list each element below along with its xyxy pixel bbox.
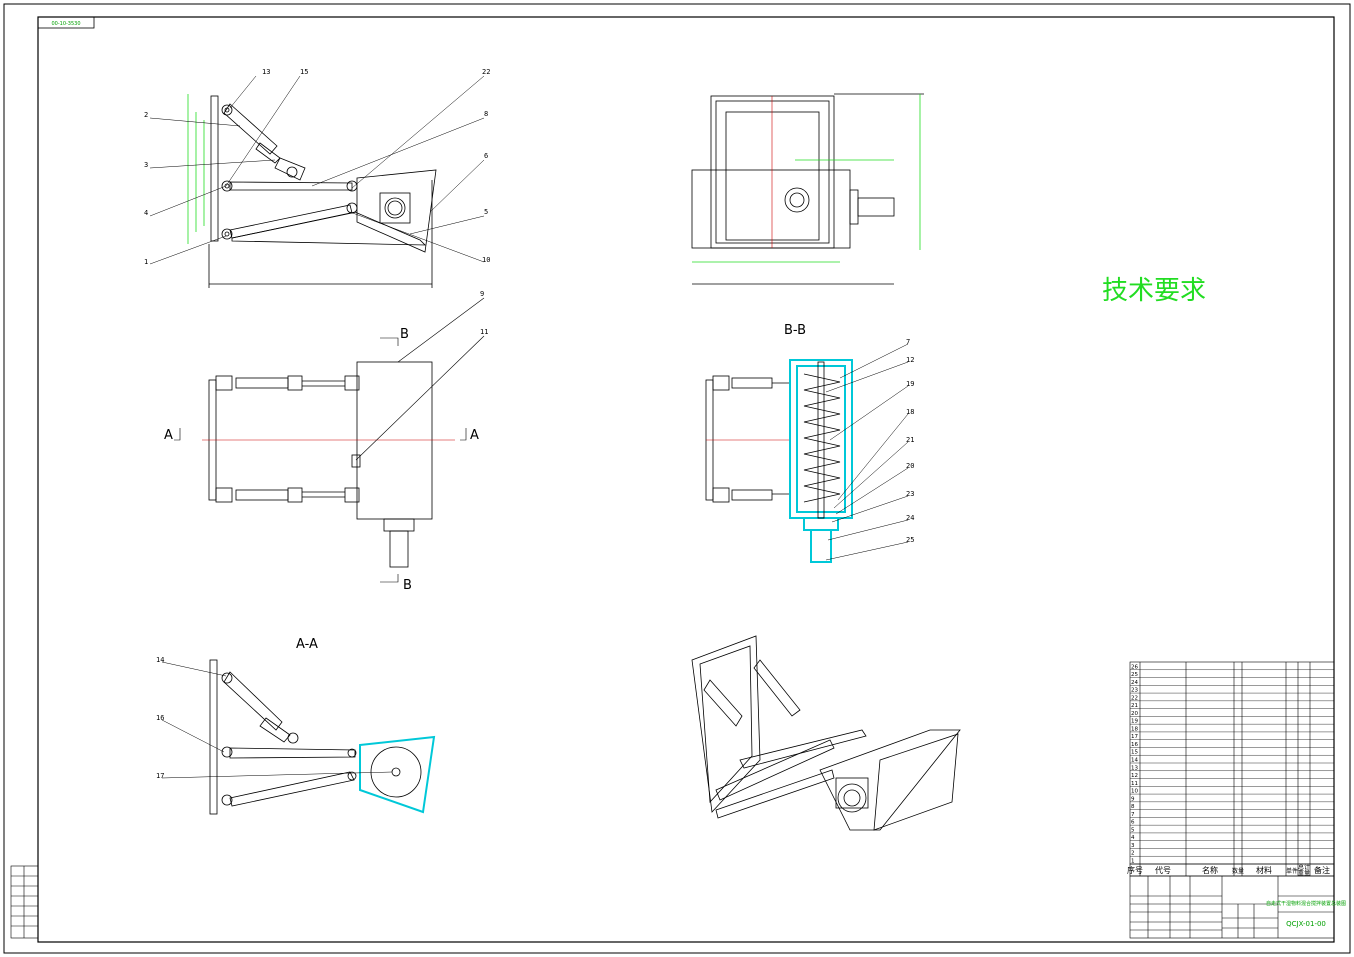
- bom-header-remarks: 备注: [1314, 865, 1330, 875]
- bom-row-index: 26: [1131, 664, 1138, 670]
- bom-header-weight: 重量: [1298, 869, 1310, 877]
- bom-header-index: 序号: [1127, 865, 1143, 875]
- section-label-a-left: A: [164, 428, 173, 443]
- bom-row-index: 9: [1131, 796, 1135, 802]
- front-view-labels: 13 15 22 8 6 5 10 2 3 4 1: [144, 68, 490, 266]
- bom-header-qty: 数量: [1232, 867, 1244, 875]
- callout-11: 11: [480, 328, 488, 336]
- section-aa-view: [209, 659, 436, 815]
- inner-border: [37, 16, 1335, 943]
- view-label-aa: A-A: [296, 637, 318, 652]
- callout-3: 3: [144, 161, 148, 169]
- bom-row-index: 12: [1131, 773, 1138, 779]
- drawing-number: QCJX-01-00: [1286, 920, 1326, 928]
- callout-7: 7: [906, 338, 910, 346]
- top-view-annotations: [174, 297, 485, 583]
- bom-row-index: 19: [1131, 719, 1138, 725]
- bom-header-unit: 单件: [1286, 867, 1298, 875]
- bom-row-index: 6: [1131, 820, 1135, 826]
- callout-13: 13: [262, 68, 270, 76]
- callout-18: 18: [906, 408, 914, 416]
- callout-15: 15: [300, 68, 308, 76]
- section-bb-labels: B-B 7 12 19 18 21 20 23 24 25: [784, 323, 914, 544]
- bom-row-index: 3: [1131, 843, 1135, 849]
- section-bb-view: [705, 359, 853, 563]
- bom-row-index: 5: [1131, 827, 1135, 833]
- bom-row-index: 4: [1131, 835, 1135, 841]
- side-view: [691, 93, 924, 285]
- bom-row-index: 13: [1131, 765, 1138, 771]
- bom-row-index: 14: [1131, 758, 1138, 764]
- tech-requirements-title: 技术要求: [1102, 276, 1206, 306]
- code-box: [37, 16, 95, 29]
- bom-row-index: 22: [1131, 695, 1138, 701]
- bom-row-index: 17: [1131, 734, 1138, 740]
- callout-19: 19: [906, 380, 914, 388]
- bom-header-code: 代号: [1155, 865, 1171, 875]
- callout-5: 5: [484, 208, 488, 216]
- code-box-text: 00-10-3530: [51, 21, 80, 27]
- bom-row-index: 8: [1131, 804, 1135, 810]
- top-view-labels: 9 11 B B A A: [164, 290, 488, 593]
- front-view-leaders: [149, 75, 485, 265]
- bom-row-index: 1: [1131, 859, 1135, 865]
- bom-row-index: 23: [1131, 688, 1138, 694]
- bom-row-index: 18: [1131, 726, 1138, 732]
- callout-6: 6: [484, 152, 488, 160]
- callout-22: 22: [482, 68, 490, 76]
- callout-24: 24: [906, 514, 914, 522]
- section-label-a-right: A: [470, 428, 479, 443]
- left-edge-table: [10, 865, 39, 939]
- bom-row-index: 20: [1131, 711, 1138, 717]
- bom-header-total: 总计: [1298, 863, 1310, 871]
- bom-row-index: 25: [1131, 672, 1138, 678]
- callout-14: 14: [156, 656, 164, 664]
- bom-header: 序号 代号 名称 数量 材料 单件 总计 重量 备注: [1127, 863, 1330, 877]
- bom-rows: 2625242322212019181716151413121110987654…: [1130, 664, 1334, 865]
- top-view: [202, 361, 455, 568]
- isometric-view: [691, 635, 961, 831]
- callout-12: 12: [906, 356, 914, 364]
- callout-23: 23: [906, 490, 914, 498]
- bom-row-index: 7: [1131, 812, 1135, 818]
- bom-row-index: 24: [1131, 680, 1138, 686]
- bom-row-index: 21: [1131, 703, 1138, 709]
- section-aa-leaders: [161, 661, 393, 779]
- outer-border: [3, 3, 1351, 954]
- bom-row-index: 11: [1131, 781, 1138, 787]
- callout-17: 17: [156, 772, 164, 780]
- section-aa-labels: A-A 14 16 17: [156, 637, 318, 780]
- callout-25: 25: [906, 536, 914, 544]
- front-view: [187, 94, 437, 288]
- callout-8: 8: [484, 110, 488, 118]
- project-title: 自走式干湿物料混合搅拌装置总装图: [1266, 900, 1346, 907]
- section-bb-leaders: [825, 343, 909, 561]
- callout-4: 4: [144, 209, 148, 217]
- title-block: [1129, 875, 1335, 939]
- callout-9: 9: [480, 290, 484, 298]
- section-label-b-bottom: B: [403, 578, 412, 593]
- bom-row-index: 10: [1131, 789, 1138, 795]
- callout-21: 21: [906, 436, 914, 444]
- section-label-b-top: B: [400, 327, 409, 342]
- callout-16: 16: [156, 714, 164, 722]
- bom-table: [1129, 661, 1335, 877]
- callout-20: 20: [906, 462, 914, 470]
- callout-10: 10: [482, 256, 490, 264]
- bom-row-index: 16: [1131, 742, 1138, 748]
- view-label-bb: B-B: [784, 323, 806, 338]
- bom-row-index: 15: [1131, 750, 1138, 756]
- callout-2: 2: [144, 111, 148, 119]
- bom-header-name: 名称: [1202, 865, 1218, 875]
- bom-header-material: 材料: [1256, 865, 1272, 875]
- callout-1: 1: [144, 258, 148, 266]
- bom-row-index: 2: [1131, 851, 1135, 857]
